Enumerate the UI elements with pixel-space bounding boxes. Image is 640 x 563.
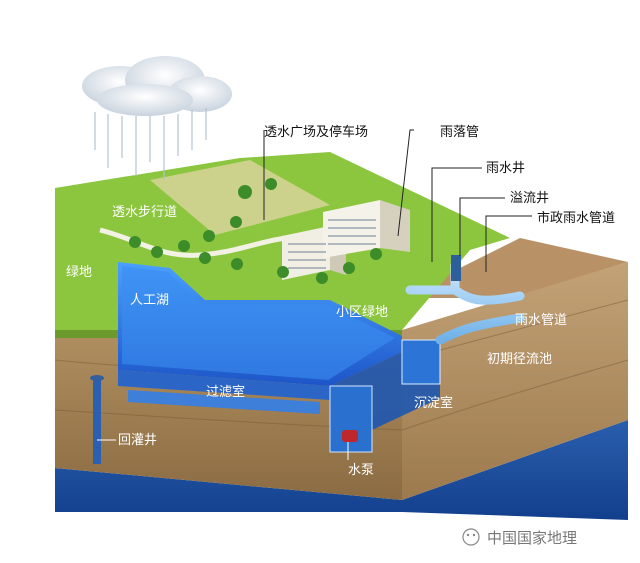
- aquifer-layer: [55, 420, 628, 520]
- building: [282, 200, 410, 280]
- label-rain-pipe: 雨水管道: [515, 313, 567, 328]
- watermark: 中国国家地理: [462, 528, 577, 547]
- leader-municipal: [485, 215, 532, 272]
- soil-right-face: [402, 262, 628, 500]
- recharge-well: [93, 378, 101, 464]
- label-downspout: 雨落管: [440, 125, 479, 140]
- label-recharge-well: 回灌井: [118, 433, 157, 448]
- watermark-text: 中国国家地理: [487, 529, 577, 547]
- plaza-area: [150, 160, 330, 235]
- label-municipal-pipe: 市政雨水管道: [537, 210, 615, 226]
- cloud-icon: [82, 56, 232, 116]
- leader-overflow-well: [459, 197, 505, 256]
- pump-chamber: [329, 385, 373, 453]
- filter-chamber-layer: [128, 390, 320, 414]
- lake-surface: [122, 266, 395, 380]
- label-permeable-walkway: 透水步行道: [112, 205, 177, 220]
- trees: [129, 178, 382, 284]
- label-artificial-lake: 人工湖: [130, 293, 169, 308]
- leader-rain-well: [431, 167, 482, 262]
- overflow-well: [451, 255, 461, 281]
- label-filter-chamber: 过滤室: [206, 384, 245, 400]
- label-green-land: 绿地: [66, 265, 92, 280]
- label-overflow-well: 溢流井: [510, 191, 549, 206]
- wechat-icon: [462, 528, 480, 546]
- recharge-well-top: [90, 375, 104, 381]
- filter-chamber: [118, 370, 330, 400]
- label-pump: 水泵: [348, 463, 374, 478]
- label-sedimentation-chamber: 沉淀室: [414, 395, 453, 411]
- pump-unit: [342, 430, 358, 442]
- label-rain-well: 雨水井: [486, 161, 525, 176]
- initial-runoff-pool: [401, 339, 441, 385]
- label-permeable-plaza: 透水广场及停车场: [264, 124, 368, 140]
- label-community-green: 小区绿地: [336, 305, 388, 320]
- rain-drops: [94, 108, 207, 180]
- leader-downspout: [397, 129, 414, 237]
- label-initial-runoff-pool: 初期径流池: [487, 352, 552, 367]
